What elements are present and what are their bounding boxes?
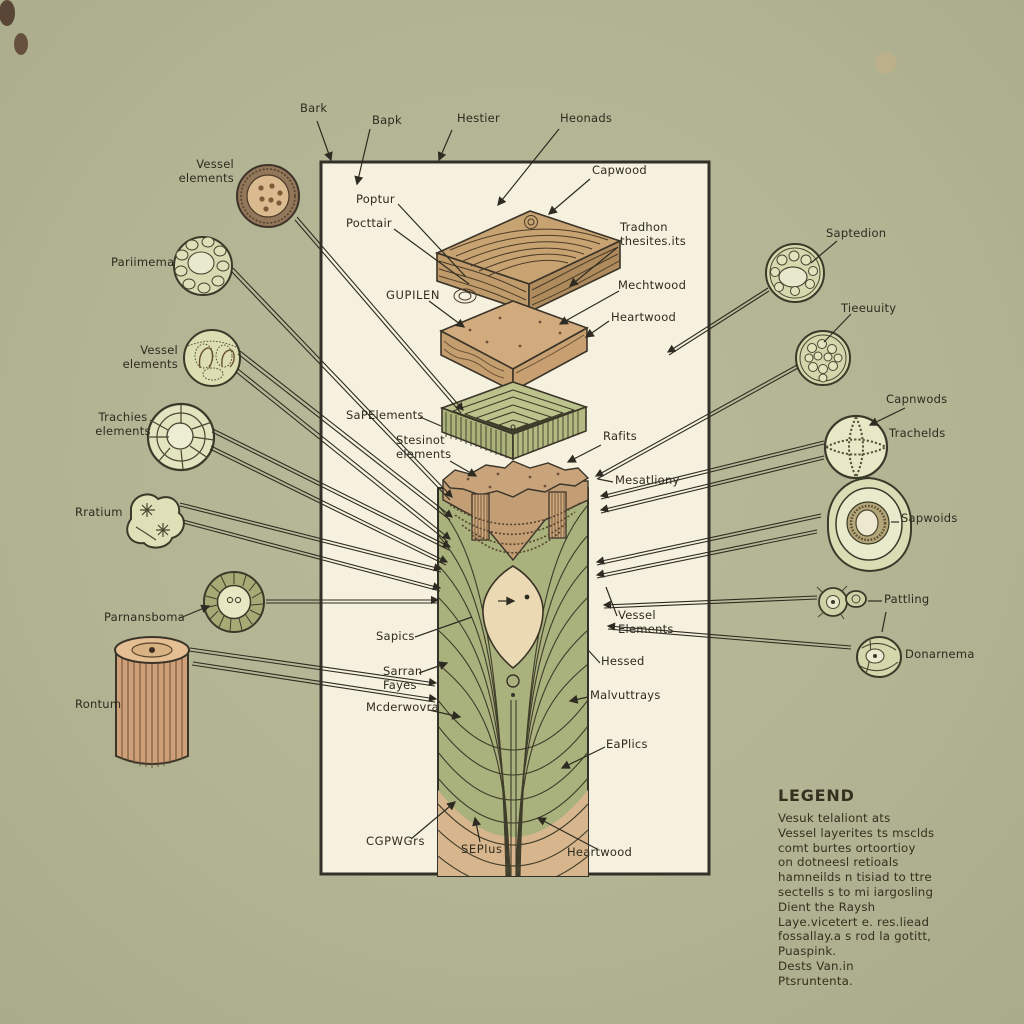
legend-line: Puaspink.: [778, 944, 837, 959]
specimen-vessel-elements-1: [236, 164, 300, 228]
label-bark: Bark: [300, 101, 328, 115]
specimen-rontum-cylinder: [114, 636, 190, 768]
label-trachelds: Trachelds: [889, 426, 946, 440]
specimen-sapwoids: [826, 476, 913, 573]
label-eaplics: EaPlics: [606, 737, 648, 751]
trunk-column: [437, 487, 589, 877]
label-capwood: Capwood: [592, 163, 647, 177]
legend: LEGEND Vesuk telaliont ats Vessel layeri…: [778, 786, 1016, 989]
legend-line: Ptsruntenta.: [778, 973, 854, 988]
label-mechtwood: Mechtwood: [618, 278, 687, 292]
label-tieeuuity: Tieeuuity: [841, 301, 897, 315]
specimen-capnwods-trachelds: [823, 414, 889, 480]
block-cambium-slab: [442, 460, 590, 562]
label-malvuttrays: Malvuttrays: [590, 688, 661, 702]
label-vessel-elements-1: Vessel elements: [178, 157, 234, 185]
label-stesinot-elements: Stesinot elements: [396, 433, 452, 461]
label-sapwoids: Sapwoids: [901, 511, 958, 525]
specimen-saptedion: [765, 243, 825, 303]
label-rontum: Rontum: [75, 697, 122, 711]
label-donarnema: Donarnema: [905, 647, 975, 661]
label-tradhon-thesites: Tradhon thesites.its: [620, 220, 686, 248]
label-mesatliony: Mesatliony: [615, 473, 680, 487]
specimen-rratium: [126, 493, 185, 549]
legend-line: Vesuk telaliont ats: [778, 811, 891, 825]
label-pariimema: Pariimema: [111, 255, 175, 269]
specimen-pariimema: [173, 236, 233, 296]
label-sapelements: SaPElements: [346, 408, 424, 422]
label-poptur: Poptur: [356, 192, 395, 206]
label-hessed: Hessed: [601, 654, 645, 668]
label-vessel-elements-2: Vessel elements: [122, 343, 178, 371]
specimen-trachies-elements: [146, 402, 216, 472]
legend-line: Laye.vicetert e. res.liead: [778, 914, 930, 929]
label-rratium: Rratium: [75, 505, 123, 519]
specimen-parnansboma: [203, 571, 265, 633]
legend-line: on dotneesl retioals: [778, 855, 899, 870]
label-seplus: SEPlus: [461, 842, 503, 856]
legend-line: hamneilds n tisiad to ttre: [778, 870, 932, 885]
legend-line: Dests Van.in: [778, 958, 854, 973]
specimen-pattling: [816, 585, 867, 620]
specimen-tieeuuity: [795, 330, 851, 386]
label-pocttair: Pocttair: [346, 216, 392, 230]
legend-line: fossallay.a s rod la gotitt,: [778, 929, 932, 944]
legend-line: sectells s to mi iargosling: [778, 884, 934, 899]
block-growth-rings: [439, 381, 589, 461]
label-hestier: Hestier: [457, 111, 500, 125]
label-sapics: Sapics: [376, 629, 415, 643]
legend-line: comt burtes ortoortioy: [778, 840, 916, 855]
label-trachies-elements: Trachies elements: [95, 410, 151, 438]
label-parnansboma: Parnansboma: [104, 610, 185, 624]
legend-line: Vessel layerites ts msclds: [778, 825, 935, 840]
label-heonads: Heonads: [560, 111, 613, 125]
specimen-donarnema: [856, 636, 902, 678]
specimen-vessel-elements-2: [183, 329, 241, 387]
label-vessel-elements-right: Vessel Elements: [618, 608, 674, 636]
paper-blemishes: [0, 0, 897, 74]
label-cgpwgrs: CGPWGrs: [366, 834, 426, 848]
label-mcderwovra: Mcderwovra: [366, 700, 439, 714]
pith-teardrop: [482, 565, 544, 697]
connector-arrows: [179, 216, 852, 703]
label-rafits: Rafits: [603, 429, 638, 443]
label-arrows: [179, 120, 906, 850]
label-saptedion: Saptedion: [826, 226, 887, 240]
label-capnwods: Capnwods: [886, 392, 948, 406]
legend-title: LEGEND: [778, 786, 855, 805]
label-sarran-fayes: Sarran Fayes: [383, 664, 423, 692]
label-bapk: Bapk: [372, 113, 402, 127]
label-heartwood-lower: Heartwood: [567, 845, 633, 859]
label-gupilen: GUPILEN: [386, 288, 441, 302]
legend-line: Dient the Raysh: [778, 899, 876, 914]
label-heartwood-upper: Heartwood: [611, 310, 677, 324]
label-pattling: Pattling: [884, 592, 930, 606]
